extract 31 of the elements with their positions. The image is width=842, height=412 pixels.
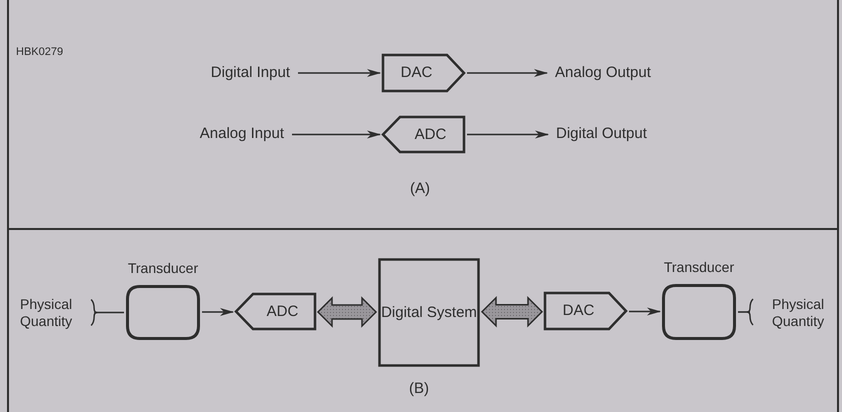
arrow [298,69,381,77]
signal-label: Digital Input [210,64,290,82]
arrow [629,308,661,316]
double-arrow [316,296,378,328]
signal-label: Physical Quantity [772,296,826,330]
component-label: Transducer [126,260,200,277]
arrow [467,69,548,77]
connector-line [738,311,750,313]
arrow [467,130,549,138]
connector-line [94,312,124,314]
block-label: ADC [414,126,446,144]
double-arrow [480,296,544,328]
signal-label: Physical Quantity [20,296,74,330]
signal-label: Digital Output [556,125,648,143]
panel-label: (A) [410,180,430,197]
block-label: DAC [562,302,594,320]
block-label: Digital System [381,304,477,322]
block-label: ADC [266,302,298,320]
adc-block [382,116,465,153]
dac-block [382,54,465,92]
arrow [202,308,234,316]
signal-label: Analog Input [198,125,284,143]
signal-label: Analog Output [555,64,652,82]
block-label: DAC [400,64,432,82]
figure-code: HBK0279 [16,46,64,58]
dac-block [544,292,627,330]
adc-block [235,293,316,330]
arrow [292,130,381,138]
component-label: Transducer [662,259,736,276]
panel-label: (B) [409,380,429,397]
system-block [378,258,480,367]
